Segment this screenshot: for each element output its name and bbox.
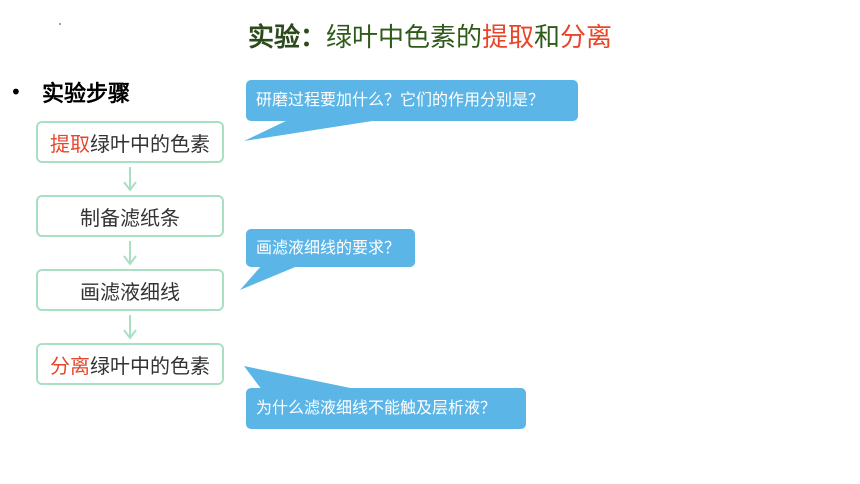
step-draw-line-label: 画滤液细线 — [80, 279, 180, 304]
arrow-3 — [123, 315, 137, 340]
step-separate-box: 分离绿叶中的色素 — [36, 343, 224, 385]
decorative-dot — [59, 23, 61, 25]
callout-bubble-3 — [244, 366, 526, 429]
title-main: 绿叶中色素的 — [325, 23, 482, 53]
arrow-1 — [123, 167, 137, 192]
step-extract-label: 绿叶中的色素 — [90, 131, 210, 156]
bullet-heading: • 实验步骤 — [10, 76, 130, 108]
callout-text-3: 为什么滤液细线不能触及层析液？ — [256, 398, 497, 417]
title-extract: 提取 — [481, 23, 534, 53]
callout-bubble-1 — [244, 80, 578, 141]
callout-bubble-2 — [240, 229, 415, 290]
bullet-icon: • — [10, 80, 22, 104]
step-draw-line-box: 画滤液细线 — [36, 269, 224, 311]
step-prepare-paper-label: 制备滤纸条 — [80, 205, 180, 230]
title-prefix: 实验： — [247, 23, 326, 53]
step-extract-box: 提取绿叶中的色素 — [36, 121, 224, 163]
bullet-heading-text: 实验步骤 — [42, 82, 131, 107]
slide-title: 实验：绿叶中色素的提取和分离 — [0, 20, 860, 56]
step-prepare-paper-box: 制备滤纸条 — [36, 195, 224, 237]
step-extract-accent: 提取 — [50, 131, 90, 156]
step-separate-accent: 分离 — [50, 353, 90, 378]
title-separate: 分离 — [560, 23, 613, 53]
callout-text-1: 研磨过程要加什么？它们的作用分别是？ — [256, 90, 545, 109]
title-and: 和 — [534, 23, 561, 53]
arrow-2 — [123, 241, 137, 266]
step-separate-label: 绿叶中的色素 — [90, 353, 210, 378]
callout-text-2: 画滤液细线的要求？ — [256, 238, 401, 257]
